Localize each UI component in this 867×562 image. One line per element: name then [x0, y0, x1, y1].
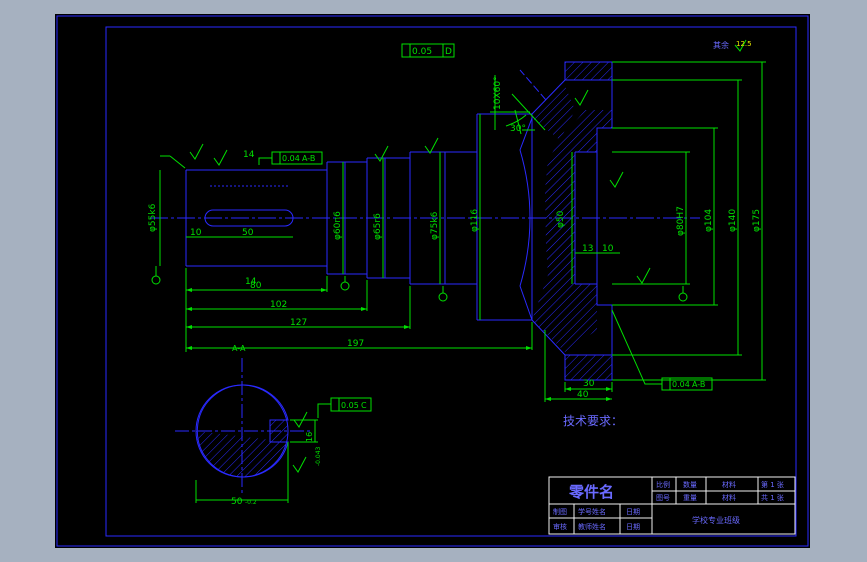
tol-left-ref: A-B	[302, 154, 315, 163]
dim-phi175: φ175	[752, 209, 762, 232]
dim-phi55: φ55k6	[148, 203, 158, 232]
keyway-width: 16	[305, 432, 314, 442]
tb-designer-label: 制图	[553, 507, 567, 516]
dim-14-bottom: 14	[245, 277, 257, 287]
title-block: 零件名 比例 数量 材料 第 1 张 图号 重量 材料 共 1 张 制图 学号姓…	[548, 476, 796, 535]
tolerance-frames: 0.05 D 0.04 A-B 0.04 A-B 0.05 C	[271, 43, 713, 418]
tb-r1-c2: 数量	[683, 480, 697, 489]
dim-30: 30	[583, 379, 595, 389]
tb-date1: 日期	[626, 508, 640, 516]
tolerance-symmetry-section: 0.05 C	[317, 397, 372, 418]
dim-40: 40	[577, 390, 589, 400]
inner-border	[105, 26, 797, 537]
section-width: 50	[231, 497, 243, 507]
tolerance-flatness-top: 0.05 D	[401, 43, 455, 58]
roughness-other: 其余	[713, 40, 729, 50]
tb-r2-c1: 图号	[656, 494, 670, 502]
tol-section-ref: C	[361, 401, 367, 410]
tb-r2-c3: 材料	[722, 493, 736, 502]
tol-top-ref: D	[445, 47, 452, 57]
tol-top-value: 0.05	[412, 47, 432, 57]
dim-197: 197	[347, 339, 364, 349]
tb-r1-c4: 第 1 张	[761, 480, 784, 489]
dim-chamfer: 10X60°	[493, 76, 503, 110]
dim-13: 13	[582, 244, 593, 254]
roughness-value: 12.5	[736, 40, 752, 48]
dim-phi75: φ75k6	[430, 211, 440, 240]
tol-right-ref: A-B	[692, 380, 705, 389]
dimension-lines	[159, 61, 766, 402]
dim-phi104: φ104	[704, 209, 714, 232]
dim-phi50: φ50	[556, 210, 566, 228]
dimension-text: 10 50 80 102 127 197 14 14 30° 13 10 30 …	[148, 76, 762, 400]
dim-80: 80	[250, 281, 262, 291]
dim-phi116: φ116	[470, 209, 480, 232]
part-name: 零件名	[568, 483, 614, 501]
tolerance-runout-right: 0.04 A-B	[661, 377, 713, 391]
dim-phi140: φ140	[728, 209, 738, 232]
dim-14-top: 14	[243, 150, 255, 160]
tb-checker-label: 审核	[553, 522, 567, 531]
cone-axis	[519, 69, 547, 101]
tb-checker-value: 教师姓名	[578, 522, 606, 531]
dim-50: 50	[242, 228, 254, 238]
dim-phi80: φ80H7	[676, 206, 686, 236]
section-label: A-A	[232, 344, 246, 353]
tb-r2-c4: 共 1 张	[761, 493, 784, 502]
keyway-width-tol: -0.043	[315, 446, 322, 466]
section-view: A-A 50 -0.2 16 -0.043	[175, 344, 322, 507]
arrowheads	[186, 288, 612, 401]
section-width-tol: -0.2	[245, 499, 257, 506]
tb-r1-c1: 比例	[656, 480, 670, 489]
dim-10: 10	[190, 228, 202, 238]
tech-requirements: 技术要求：	[563, 414, 623, 428]
tb-designer-value: 学号姓名	[578, 507, 606, 516]
dim-phi60: φ60n6	[333, 211, 343, 240]
dim-phi65: φ65r6	[373, 213, 383, 240]
dim-127: 127	[290, 318, 307, 328]
dim-10b: 10	[602, 244, 614, 254]
dim-30deg: 30°	[510, 124, 526, 134]
tol-left-value: 0.04	[282, 154, 300, 163]
dim-102: 102	[270, 300, 287, 310]
datum-markers	[151, 266, 688, 302]
drawing-sheet	[55, 14, 810, 548]
roughness-symbols	[189, 39, 747, 473]
tb-r1-c3: 材料	[722, 480, 736, 489]
tb-r2-c2: 重量	[683, 494, 697, 502]
outer-border	[56, 15, 809, 547]
tb-school: 学校专业班级	[692, 515, 740, 525]
tol-section-value: 0.05	[341, 401, 359, 410]
tolerance-runout-left: 0.04 A-B	[271, 151, 323, 165]
tol-right-value: 0.04	[672, 380, 690, 389]
tb-date2: 日期	[626, 523, 640, 531]
